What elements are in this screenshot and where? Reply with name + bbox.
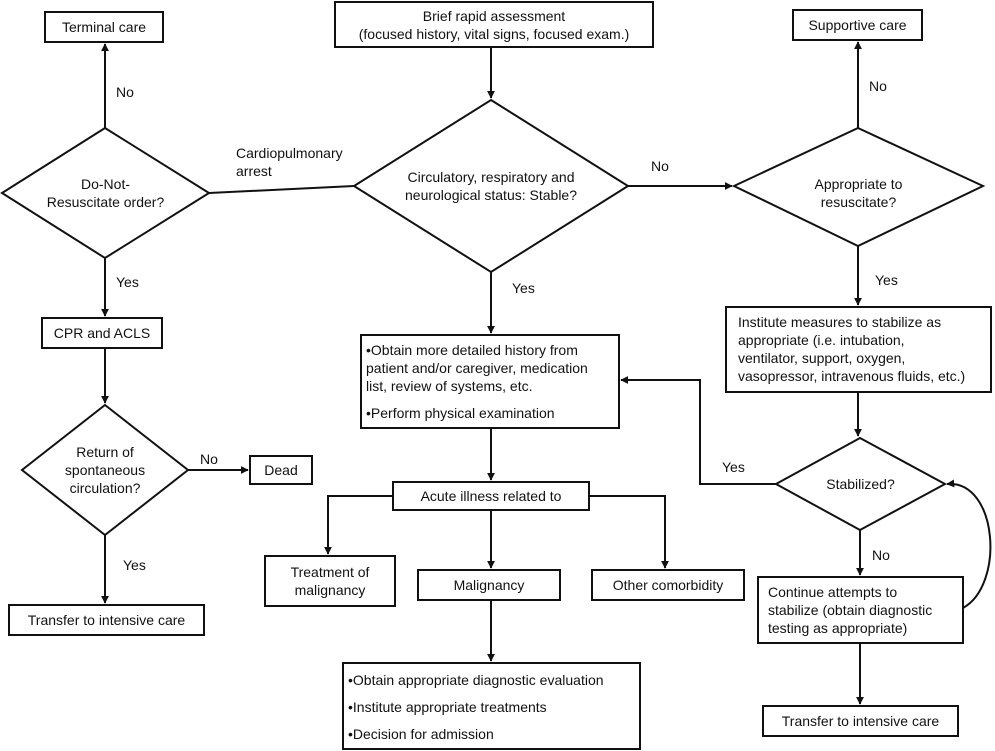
edge-label-yes: Yes bbox=[116, 274, 139, 290]
stabilized-decision-label: Stabilized? bbox=[826, 476, 895, 492]
measures-line: vasopressor, intravenous fluids, etc.) bbox=[738, 368, 966, 384]
treatment-line: malignancy bbox=[294, 582, 366, 598]
edge-label-yes: Yes bbox=[512, 280, 535, 296]
continue-line: Continue attempts to bbox=[768, 584, 898, 600]
arrow-acute-to-treatment bbox=[324, 495, 393, 555]
arrow-status-to-dnr bbox=[208, 185, 355, 194]
history-box bbox=[360, 334, 620, 429]
assessment-box bbox=[334, 1, 654, 48]
edge-label-no: No bbox=[200, 451, 218, 467]
transfer-right-label: Transfer to intensive care bbox=[781, 713, 940, 729]
terminal-care-box bbox=[44, 11, 164, 43]
rosc-decision-text: Return of spontaneous circulation? bbox=[22, 443, 188, 497]
history-line: •Perform physical examination bbox=[366, 405, 555, 421]
dnr-line: Resuscitate order? bbox=[46, 194, 165, 210]
resuscitate-line: Appropriate to bbox=[814, 176, 903, 192]
final-item: •Decision for admission bbox=[348, 726, 494, 742]
measures-line: appropriate (i.e. intubation, bbox=[738, 332, 905, 348]
continue-line: stabilize (obtain diagnostic bbox=[768, 602, 933, 618]
final-item: •Obtain appropriate diagnostic evaluatio… bbox=[348, 672, 604, 688]
edge-label-no: No bbox=[651, 158, 669, 174]
other-comorbidity-label: Other comorbidity bbox=[612, 577, 724, 593]
other-comorbidity-box bbox=[591, 569, 745, 601]
continue-line: testing as appropriate) bbox=[768, 620, 908, 636]
arrow-acute-to-other bbox=[589, 495, 669, 569]
status-line: neurological status: Stable? bbox=[405, 187, 577, 203]
edge-label-yes: Yes bbox=[722, 459, 745, 475]
edge-label-no: No bbox=[872, 547, 890, 563]
arrow-stabilized-yes-to-history bbox=[620, 376, 776, 485]
rosc-line: circulation? bbox=[69, 480, 141, 496]
continue-attempts-box bbox=[757, 576, 964, 644]
rosc-line: Return of bbox=[76, 444, 134, 460]
assessment-line: Brief rapid assessment bbox=[422, 8, 566, 24]
cardiopulmonary-line: arrest bbox=[236, 163, 272, 179]
transfer-right-box bbox=[762, 705, 959, 737]
status-line: Circulatory, respiratory and bbox=[407, 169, 575, 185]
status-decision-text: Circulatory, respiratory and neurologica… bbox=[354, 168, 628, 204]
acute-illness-label: Acute illness related to bbox=[420, 488, 562, 504]
dnr-decision-text: Do-Not- Resuscitate order? bbox=[2, 175, 209, 211]
resuscitate-line: resuscitate? bbox=[820, 194, 897, 210]
cardiopulmonary-arrest-label: Cardiopulmonary arrest bbox=[236, 144, 343, 180]
final-box bbox=[342, 662, 641, 750]
malignancy-box bbox=[417, 569, 561, 601]
assessment-text: Brief rapid assessment (focused history,… bbox=[335, 7, 653, 43]
measures-line: ventilator, support, oxygen, bbox=[738, 350, 906, 366]
assessment-line: (focused history, vital signs, focused e… bbox=[358, 26, 630, 42]
edge-label-no: No bbox=[869, 78, 887, 94]
history-line: •Obtain more detailed history from bbox=[366, 342, 578, 358]
resuscitate-decision-text: Appropriate to resuscitate? bbox=[734, 175, 983, 211]
rosc-line: spontaneous bbox=[64, 462, 146, 478]
malignancy-label: Malignancy bbox=[453, 577, 525, 593]
treatment-line: Treatment of bbox=[290, 564, 370, 580]
history-line: list, review of systems, etc. bbox=[366, 378, 533, 394]
edge-label-yes: Yes bbox=[123, 557, 146, 573]
supportive-care-label: Supportive care bbox=[808, 17, 907, 33]
supportive-care-box bbox=[792, 9, 923, 41]
transfer-left-box bbox=[8, 604, 205, 636]
dnr-line: Do-Not- bbox=[80, 176, 130, 192]
loop-continue-to-stabilized bbox=[946, 479, 992, 609]
history-line: patient and/or caregiver, medication bbox=[366, 360, 588, 376]
measures-line: Institute measures to stabilize as bbox=[738, 314, 942, 330]
dead-box bbox=[249, 455, 313, 485]
cpr-acls-label: CPR and ACLS bbox=[53, 325, 151, 341]
continue-attempts-text: Continue attempts to stabilize (obtain d… bbox=[768, 583, 960, 637]
cardiopulmonary-line: Cardiopulmonary bbox=[236, 145, 343, 161]
dead-label: Dead bbox=[264, 462, 298, 478]
transfer-left-label: Transfer to intensive care bbox=[27, 612, 186, 628]
stabilize-measures-text: Institute measures to stabilize as appro… bbox=[738, 313, 988, 385]
final-text: •Obtain appropriate diagnostic evaluatio… bbox=[348, 671, 638, 743]
cpr-acls-box bbox=[41, 317, 163, 349]
treatment-malignancy-text: Treatment of malignancy bbox=[265, 563, 395, 599]
final-item: •Institute appropriate treatments bbox=[348, 699, 547, 715]
terminal-care-label: Terminal care bbox=[61, 19, 147, 35]
edge-label-yes: Yes bbox=[875, 272, 898, 288]
history-text: •Obtain more detailed history from patie… bbox=[366, 341, 616, 422]
treatment-malignancy-box bbox=[264, 555, 396, 607]
edge-label-no: No bbox=[116, 84, 134, 100]
